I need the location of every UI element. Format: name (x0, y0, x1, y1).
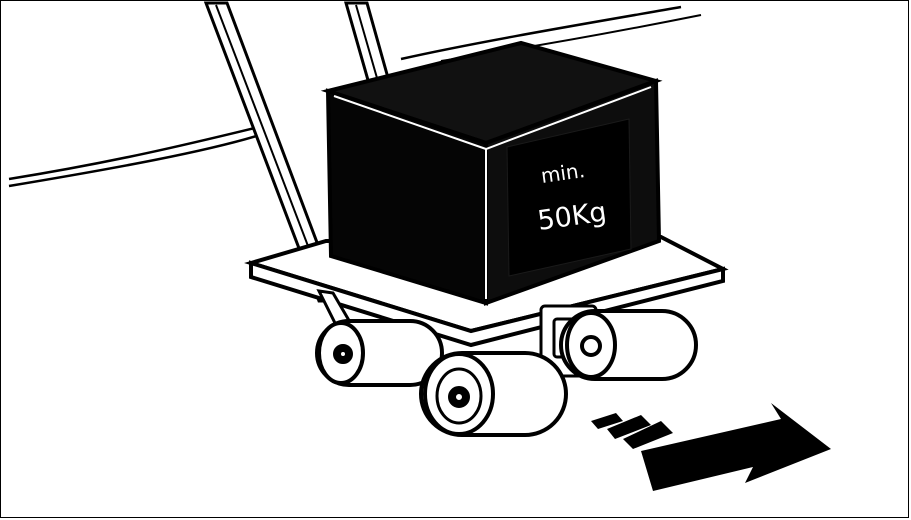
arrow-right-icon (591, 403, 831, 491)
roller-front (421, 353, 566, 435)
roller-back-right (561, 311, 696, 379)
